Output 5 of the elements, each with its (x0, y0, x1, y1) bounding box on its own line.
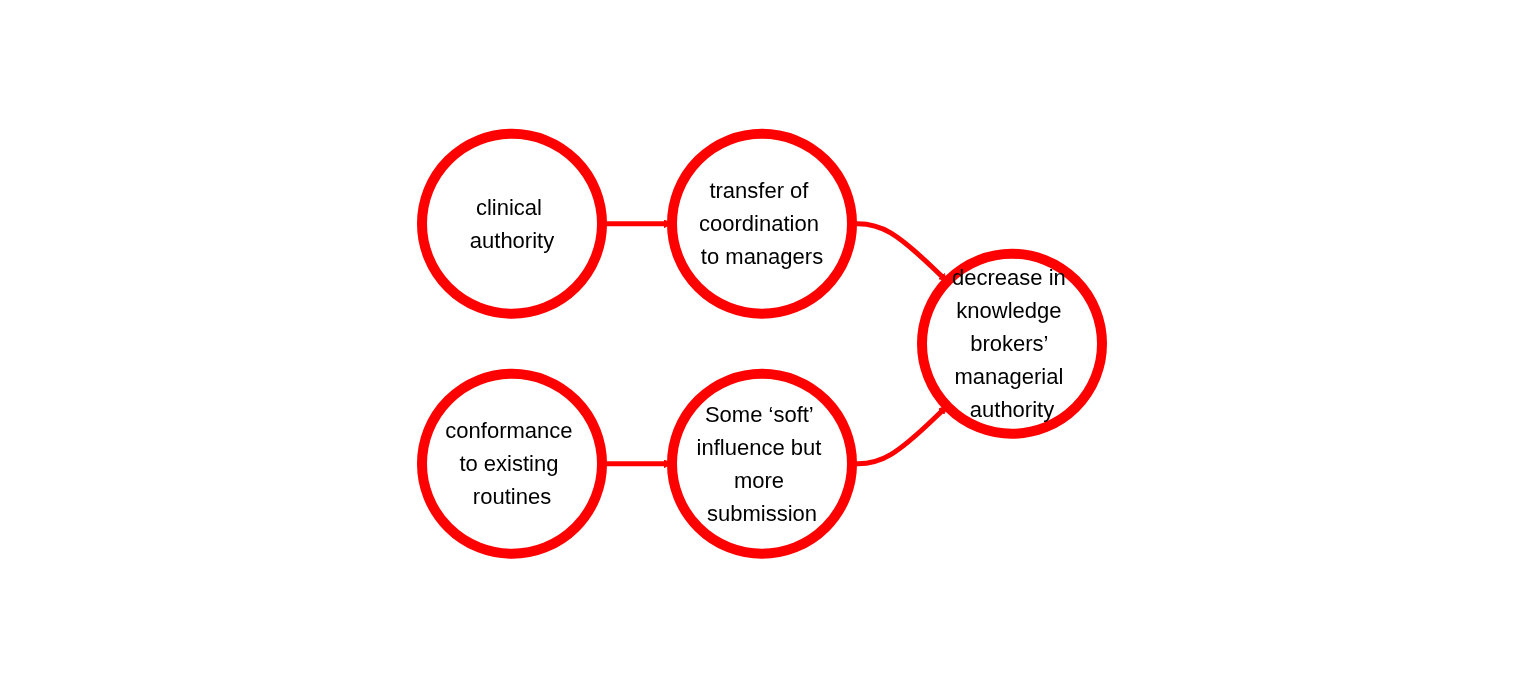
node-circle: transfer of coordination to managers (666, 128, 857, 319)
node-circle: Some ‘soft’ influence but more submission (666, 368, 857, 559)
node-circle: clinical authority (416, 128, 607, 319)
node-circle: decrease in knowledge brokers’ managerial authority (916, 248, 1107, 439)
node-circle: conformance to existing routines (416, 368, 607, 559)
